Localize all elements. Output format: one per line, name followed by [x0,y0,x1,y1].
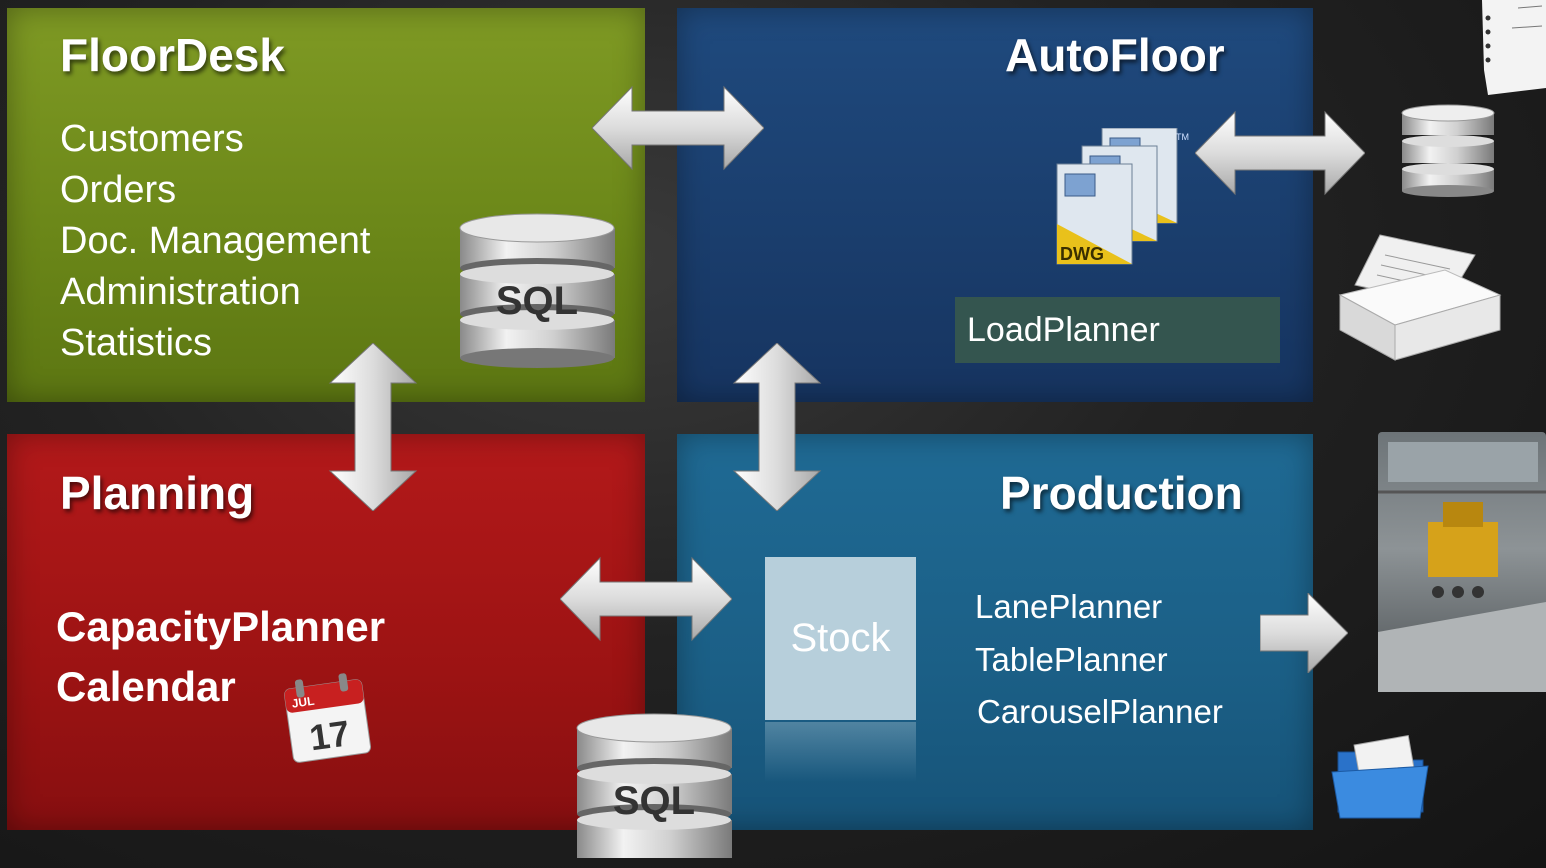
list-item: Statistics [60,322,213,364]
single-arrow-icon [1260,593,1348,673]
list-item: Customers [60,118,244,160]
calendar-label: Calendar [56,663,236,710]
list-item: Doc. Management [60,220,371,262]
calendar-icon: JUL 17 [284,673,372,763]
capacityplanner-label: CapacityPlanner [56,603,386,650]
double-arrow-icon [1195,110,1365,196]
folder-icon [1331,734,1429,819]
planning-title: Planning [60,467,255,519]
sql-database-icon: SQL [459,213,615,368]
carouselplanner-label: CarouselPlanner [977,693,1223,730]
loadplanner-box: LoadPlanner [955,297,1280,363]
list-item: Administration [60,271,301,313]
svg-text:DWG: DWG [1060,244,1104,264]
double-arrow-icon [560,556,732,642]
tableplanner-label: TablePlanner [975,641,1168,678]
database-icon [1401,104,1495,197]
planning-panel [7,434,645,830]
double-arrow-icon [592,85,764,171]
svg-text:17: 17 [307,712,352,758]
sql-database-icon: SQL [576,713,732,858]
sql-label: SQL [496,279,578,323]
laneplanner-label: LanePlanner [975,588,1163,625]
svg-text:SQL: SQL [613,779,695,823]
stock-box: Stock [765,557,916,720]
stock-reflection [765,722,916,782]
production-title: Production [1000,467,1243,519]
note-paper-icon [1482,0,1546,95]
factory-photo [1378,432,1546,692]
autofloor-title: AutoFloor [1005,29,1225,81]
dwg-files-icon: DWG TM [1056,128,1189,265]
svg-text:JUL: JUL [291,694,315,711]
floordesk-title: FloorDesk [60,29,285,81]
double-arrow-icon [732,343,822,511]
list-item: Orders [60,169,177,211]
svg-text:TM: TM [1176,132,1189,142]
printer-icon [1338,234,1502,361]
double-arrow-icon [328,343,418,511]
